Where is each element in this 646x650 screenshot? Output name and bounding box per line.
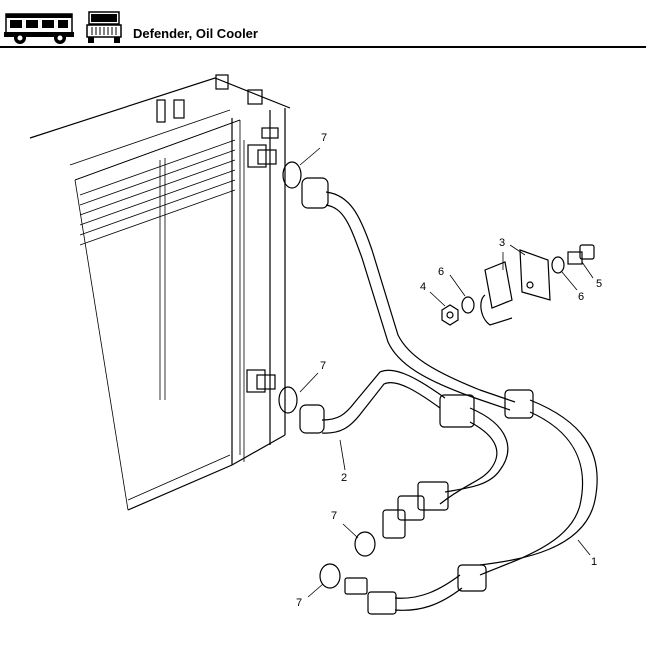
callout-5: 5: [596, 278, 602, 290]
page-header: Defender, Oil Cooler: [0, 0, 646, 48]
pipe-clip-bracket: [480, 249, 551, 326]
callout-4: 4: [420, 281, 426, 293]
callout-6-right: 6: [578, 291, 584, 303]
lower-cooler-union: [246, 369, 276, 393]
washer-right: [551, 256, 565, 274]
o-ring-hose-end: [319, 563, 341, 589]
leader-lines: [299, 147, 594, 598]
callout-7-pipe-end: 7: [331, 510, 337, 522]
o-ring-pipe-end: [354, 531, 376, 557]
radiator-fins: [79, 139, 236, 400]
callout-7-upper: 7: [321, 132, 327, 144]
page-title: Defender, Oil Cooler: [133, 26, 258, 41]
top-drain-plugs: [156, 74, 263, 123]
callout-6-left: 6: [438, 266, 444, 278]
defender-front-icon: [86, 11, 122, 43]
o-ring-lower: [278, 386, 298, 414]
o-ring-upper: [282, 161, 302, 189]
header-divider: [0, 46, 646, 48]
oil-cooler-pipe-1: [301, 177, 598, 615]
callout-3: 3: [499, 237, 505, 249]
defender-station-wagon-side-icon: [4, 13, 74, 44]
callout-labels: 1 2 3 4 5 6 6 7 7 7 7: [296, 132, 602, 609]
callout-2: 2: [341, 472, 347, 484]
washer-left: [461, 296, 475, 314]
callout-7-lower: 7: [320, 360, 326, 372]
upper-cooler-union: [247, 144, 277, 168]
callout-1: 1: [591, 556, 597, 568]
nut: [441, 304, 459, 326]
bolt: [567, 244, 595, 265]
callout-7-hose-end: 7: [296, 597, 302, 609]
oil-cooler-pipe-2: [299, 369, 509, 539]
radiator-oil-cooler: [29, 74, 291, 511]
